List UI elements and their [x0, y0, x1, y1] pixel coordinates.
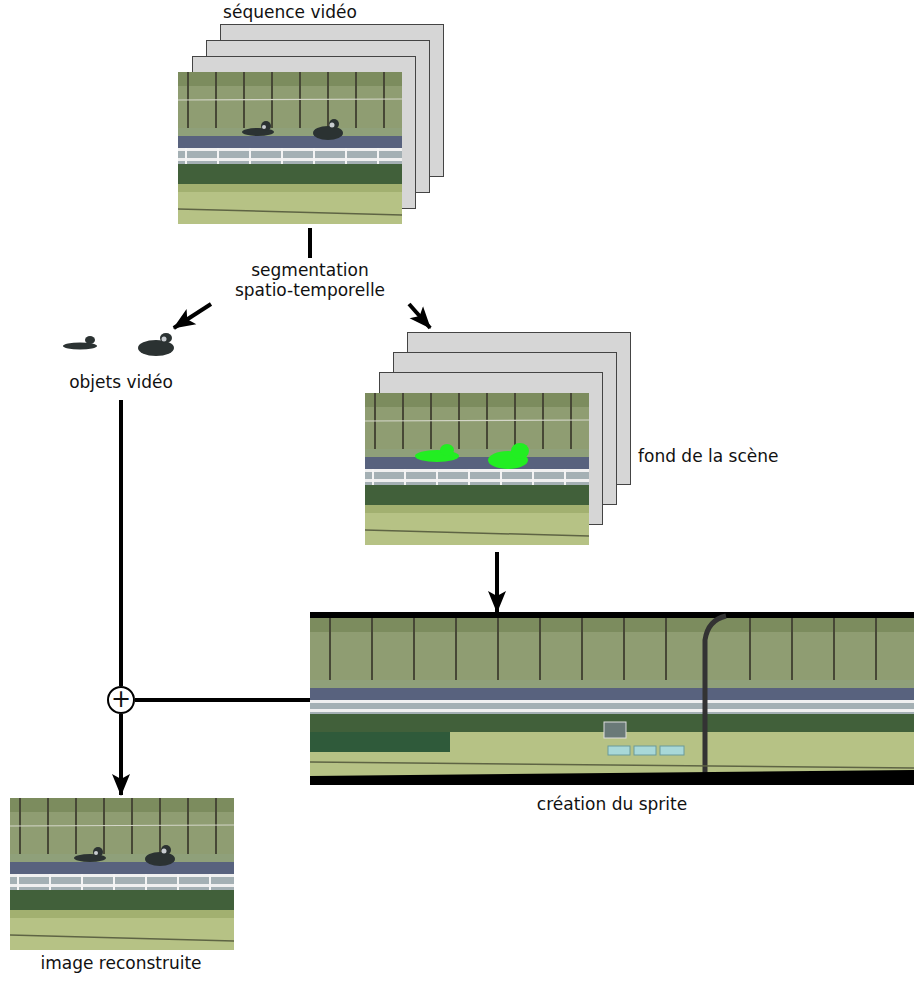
frame-stack-node: séquence vidéo	[170, 0, 440, 228]
sprite-node: création du sprite	[310, 612, 914, 822]
connector-line	[119, 400, 123, 686]
frame-stack	[178, 25, 444, 225]
connector-arrow	[495, 552, 499, 612]
sprite-panorama	[310, 612, 914, 785]
operator-symbol: +	[109, 688, 133, 710]
node-label: image reconstruite	[1, 953, 241, 973]
connector-line	[308, 228, 312, 258]
reconstructed-image	[10, 798, 234, 950]
image-node: image reconstruite	[1, 795, 241, 984]
connector-arrow	[119, 714, 123, 795]
background-stack	[365, 333, 631, 546]
objects-node: objets vidéo	[41, 328, 201, 400]
sum-circle: +	[107, 686, 135, 714]
node-label: fond de la scène	[638, 446, 808, 466]
connector-line	[135, 698, 310, 702]
video-objects	[63, 333, 174, 356]
background-node: fond de la scène	[360, 328, 810, 552]
node-label: création du sprite	[310, 794, 914, 814]
connector-arrow	[174, 304, 211, 328]
node-label: segmentation spatio-temporelle	[225, 260, 395, 300]
node-label: séquence vidéo	[170, 2, 410, 22]
connector-arrow	[409, 304, 430, 328]
process-label: segmentation spatio-temporelle	[200, 258, 420, 304]
node-label: objets vidéo	[41, 372, 201, 392]
